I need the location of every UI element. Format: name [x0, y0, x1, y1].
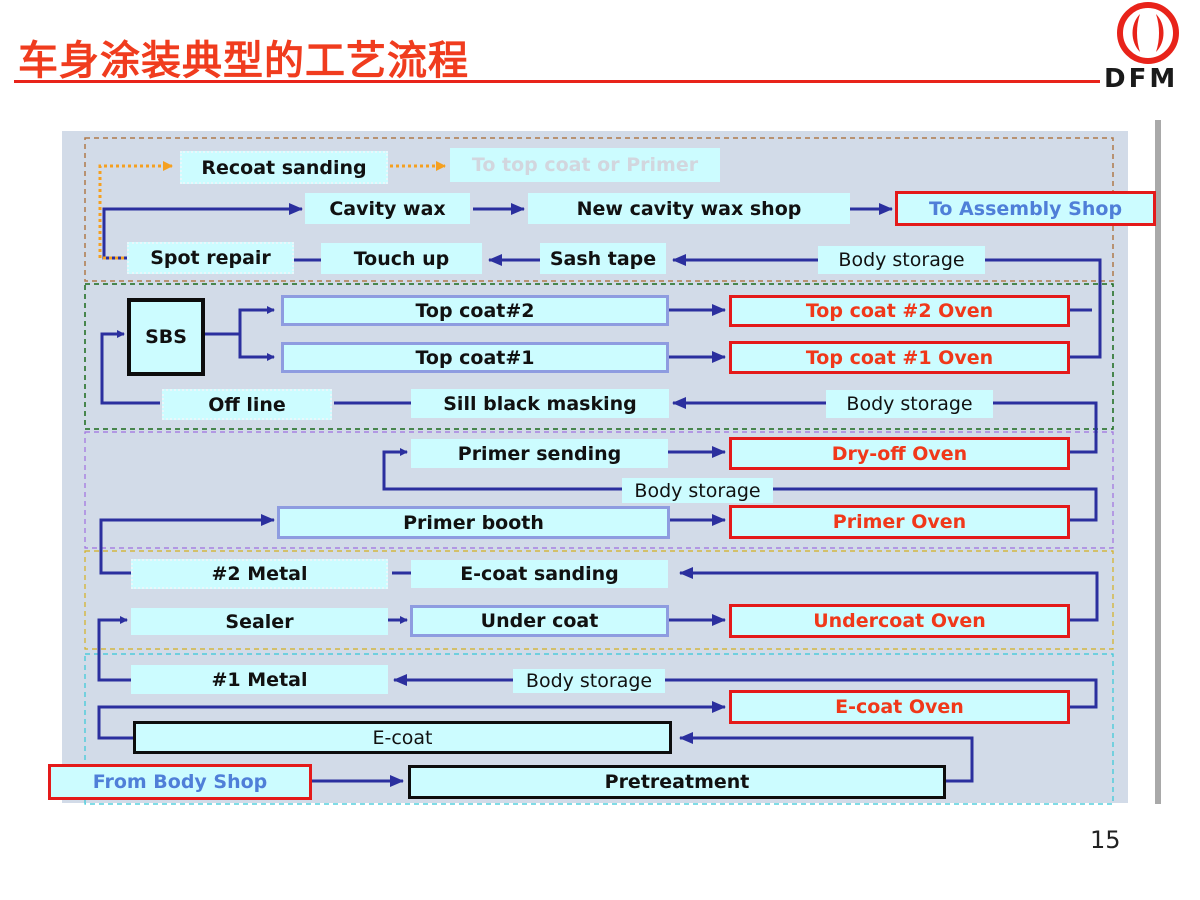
- node-body-storage-3: Body storage: [622, 478, 773, 503]
- node-top-coat-2: Top coat#2: [281, 295, 669, 326]
- scroll-edge-bar: [1155, 120, 1161, 804]
- frame-topcoat-section: [84, 283, 1114, 430]
- node-to-top-coat-or-primer: To top coat or Primer: [450, 148, 720, 182]
- node-metal-1: #1 Metal: [131, 665, 388, 694]
- node-primer-oven: Primer Oven: [729, 505, 1070, 539]
- node-sealer: Sealer: [131, 608, 388, 635]
- node-touch-up: Touch up: [321, 243, 482, 274]
- node-body-storage-4: Body storage: [513, 669, 665, 693]
- node-sash-tape: Sash tape: [540, 243, 666, 274]
- node-dry-off-oven: Dry-off Oven: [729, 437, 1070, 470]
- title-underline: [14, 80, 1100, 83]
- node-primer-sending: Primer sending: [411, 439, 668, 468]
- node-top-coat-1-oven: Top coat #1 Oven: [729, 341, 1070, 374]
- node-top-coat-1: Top coat#1: [281, 342, 669, 373]
- page-number: 15: [1090, 826, 1121, 854]
- node-pretreatment: Pretreatment: [408, 765, 946, 799]
- node-primer-booth: Primer booth: [277, 506, 670, 539]
- node-off-line: Off line: [162, 389, 332, 420]
- node-top-coat-2-oven: Top coat #2 Oven: [729, 295, 1070, 327]
- node-body-storage-2: Body storage: [826, 390, 993, 418]
- node-metal-2: #2 Metal: [131, 559, 388, 589]
- dfm-logo-icon: [1117, 2, 1179, 64]
- node-new-cavity-wax-shop: New cavity wax shop: [528, 193, 850, 224]
- slide-title: 车身涂装典型的工艺流程: [18, 38, 469, 84]
- node-cavity-wax: Cavity wax: [305, 193, 470, 224]
- node-spot-repair: Spot repair: [127, 242, 294, 274]
- node-from-body-shop: From Body Shop: [48, 764, 312, 800]
- logo-text: DFM: [1104, 64, 1179, 94]
- node-sbs: SBS: [127, 298, 205, 376]
- node-undercoat-oven: Undercoat Oven: [729, 604, 1070, 638]
- frame-primer-section: [84, 431, 1114, 549]
- node-to-assembly-shop: To Assembly Shop: [895, 191, 1156, 226]
- node-recoat-sanding: Recoat sanding: [180, 151, 388, 184]
- node-e-coat-oven: E-coat Oven: [729, 690, 1070, 724]
- node-sill-black-masking: Sill black masking: [411, 389, 669, 418]
- node-body-storage-1: Body storage: [818, 246, 985, 274]
- frame-ecoat-section: [84, 653, 1114, 805]
- frame-sealer-section: [84, 550, 1114, 650]
- node-e-coat: E-coat: [133, 721, 672, 754]
- node-under-coat: Under coat: [410, 605, 669, 637]
- node-e-coat-sanding: E-coat sanding: [411, 560, 668, 588]
